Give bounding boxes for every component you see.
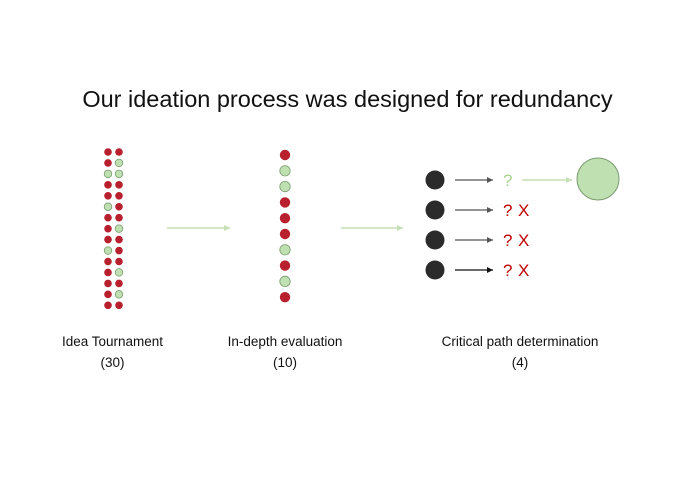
- critical-path-fail-mark: X: [518, 201, 529, 220]
- idea-dot-red: [104, 257, 112, 266]
- evaluation-dot-green: [279, 275, 291, 287]
- idea-dot-red: [104, 235, 112, 244]
- stage-name: In-depth evaluation: [227, 334, 343, 349]
- stage-caption-critical-path: Critical path determination (4): [415, 331, 625, 373]
- idea-dot-green: [103, 202, 113, 211]
- critical-path-node: [425, 230, 445, 250]
- stage-caption-evaluation: In-depth evaluation (10): [205, 331, 365, 373]
- evaluation-dot-red: [279, 228, 291, 240]
- idea-dot-red: [115, 246, 123, 255]
- evaluation-dot-green: [279, 165, 291, 177]
- critical-path-rows: ?? X? X? X: [425, 170, 529, 280]
- idea-dot-green: [114, 268, 124, 277]
- critical-path-question: ?: [503, 231, 512, 250]
- idea-dot-green: [114, 169, 124, 179]
- evaluation-dot-green: [279, 181, 291, 193]
- critical-path-question: ?: [503, 201, 512, 220]
- critical-path-fail-mark: X: [518, 231, 529, 250]
- evaluation-dot-red: [279, 197, 291, 208]
- idea-dot-red: [104, 181, 112, 189]
- idea-dot-green: [114, 158, 124, 168]
- idea-dot-red: [115, 181, 123, 189]
- idea-dot-red: [104, 192, 112, 200]
- critical-path-question: ?: [503, 171, 512, 190]
- evaluation-dot-red: [279, 292, 291, 303]
- evaluation-dot-red: [279, 149, 291, 161]
- idea-dot-red: [115, 148, 123, 156]
- stage-name: Critical path determination: [441, 334, 599, 349]
- critical-path-node: [425, 170, 445, 190]
- idea-dot-red: [115, 301, 123, 310]
- in-depth-evaluation-dots: [279, 149, 291, 303]
- idea-dot-red: [115, 192, 123, 200]
- idea-dot-red: [115, 202, 123, 211]
- idea-dot-red: [115, 235, 123, 244]
- idea-dot-red: [104, 148, 112, 156]
- idea-dot-red: [115, 279, 123, 288]
- stage-count: (4): [511, 355, 529, 370]
- stage-name: Idea Tournament: [61, 334, 164, 349]
- idea-dot-red: [115, 213, 123, 222]
- idea-dot-red: [104, 301, 112, 310]
- critical-path-fail-mark: X: [518, 261, 529, 280]
- idea-dot-red: [104, 159, 112, 167]
- idea-dot-red: [104, 279, 112, 288]
- idea-dot-red: [104, 290, 112, 299]
- idea-dot-green: [114, 224, 124, 233]
- idea-tournament-dots: [103, 148, 124, 310]
- selected-outcome-circle: [576, 157, 620, 201]
- critical-path-node: [425, 200, 445, 220]
- stage-count: (30): [100, 355, 125, 370]
- critical-path-node: [425, 260, 445, 280]
- stage-caption-tournament: Idea Tournament (30): [40, 331, 185, 373]
- idea-dot-green: [103, 169, 113, 179]
- idea-dot-red: [104, 224, 112, 233]
- evaluation-dot-green: [279, 244, 291, 256]
- idea-dot-green: [103, 246, 113, 255]
- evaluation-dot-red: [279, 213, 291, 224]
- idea-dot-red: [115, 257, 123, 266]
- slide-title: Our ideation process was designed for re…: [82, 86, 613, 112]
- critical-path-question: ?: [503, 261, 512, 280]
- idea-dot-green: [114, 290, 124, 299]
- evaluation-dot-red: [279, 260, 291, 271]
- stage-count: (10): [272, 355, 297, 370]
- idea-dot-red: [104, 268, 112, 277]
- idea-dot-red: [104, 213, 112, 222]
